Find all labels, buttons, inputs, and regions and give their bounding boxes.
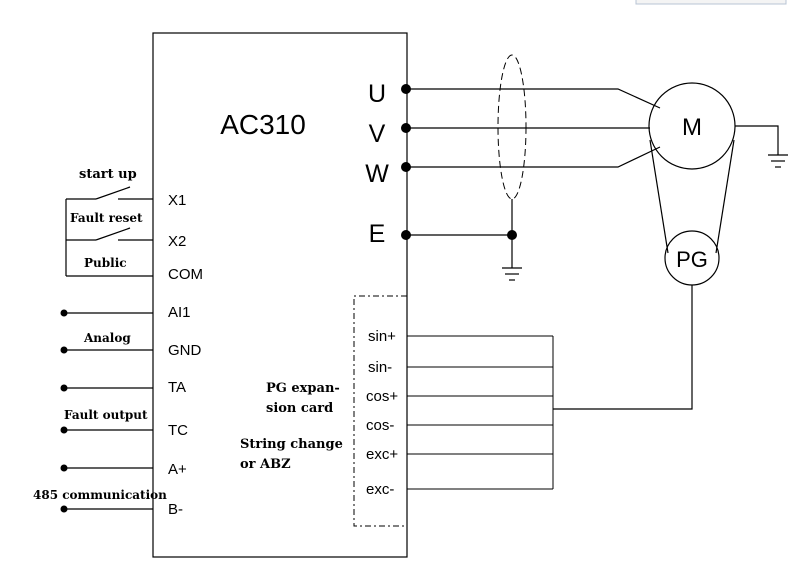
ground-symbol-left <box>502 267 522 281</box>
terminal-x2: X2 <box>168 233 186 250</box>
terminal-u: U <box>368 80 386 108</box>
a-plus-wire <box>60 464 153 472</box>
terminal-tc: TC <box>168 422 188 439</box>
belt-right <box>715 139 735 254</box>
corner-artifact <box>635 0 787 5</box>
pg-terminal-sin-plus: sin+ <box>368 328 396 345</box>
comm-485-label: 485 communication <box>33 488 167 502</box>
terminal-e: E <box>369 220 386 248</box>
terminal-a-plus: A+ <box>168 461 187 478</box>
inverter-box <box>152 32 408 558</box>
start-up-label: start up <box>79 167 137 182</box>
terminal-x1: X1 <box>168 192 186 209</box>
terminal-w: W <box>365 160 389 188</box>
ta-wire <box>60 384 153 392</box>
terminal-b-minus: B- <box>168 501 183 518</box>
motor-ground-lead <box>735 125 779 155</box>
fault-reset-switch <box>66 227 153 241</box>
string-change-label-2: or ABZ <box>240 457 291 472</box>
pg-card-border <box>353 295 407 527</box>
wire-u <box>406 88 661 109</box>
ai1-wire <box>60 309 153 317</box>
fault-reset-label: Fault reset <box>70 211 143 225</box>
gnd-wire <box>60 346 153 354</box>
tc-wire <box>60 426 153 434</box>
inverter-title: AC310 <box>220 109 306 140</box>
pg-card-label-1: PG expan- <box>266 381 340 396</box>
string-change-label-1: String change <box>240 437 343 452</box>
analog-label: Analog <box>83 331 131 345</box>
terminal-ta: TA <box>168 379 186 396</box>
motor-label: M <box>682 114 702 141</box>
fault-output-label: Fault output <box>64 408 148 422</box>
b-minus-wire <box>60 505 153 513</box>
terminal-gnd: GND <box>168 342 202 359</box>
pg-card-label-2: sion card <box>266 401 333 416</box>
terminal-ai1: AI1 <box>168 304 191 321</box>
pg-terminal-cos-minus: cos- <box>366 417 394 434</box>
cable-shield <box>497 54 527 200</box>
public-label: Public <box>84 256 127 270</box>
start-switch <box>66 186 153 200</box>
belt-left <box>649 139 669 254</box>
ground-symbol-right <box>768 154 788 168</box>
pg-terminal-exc-plus: exc+ <box>366 446 398 463</box>
wire-w <box>406 146 661 168</box>
pg-terminal-cos-plus: cos+ <box>366 388 398 405</box>
encoder-cable <box>553 285 693 410</box>
pg-terminal-sin-minus: sin- <box>368 359 392 376</box>
encoder-label: PG <box>676 247 708 272</box>
terminal-v: V <box>369 120 386 148</box>
pg-terminal-exc-minus: exc- <box>366 481 394 498</box>
terminal-com: COM <box>168 266 203 283</box>
pg-card-wires <box>407 335 554 490</box>
